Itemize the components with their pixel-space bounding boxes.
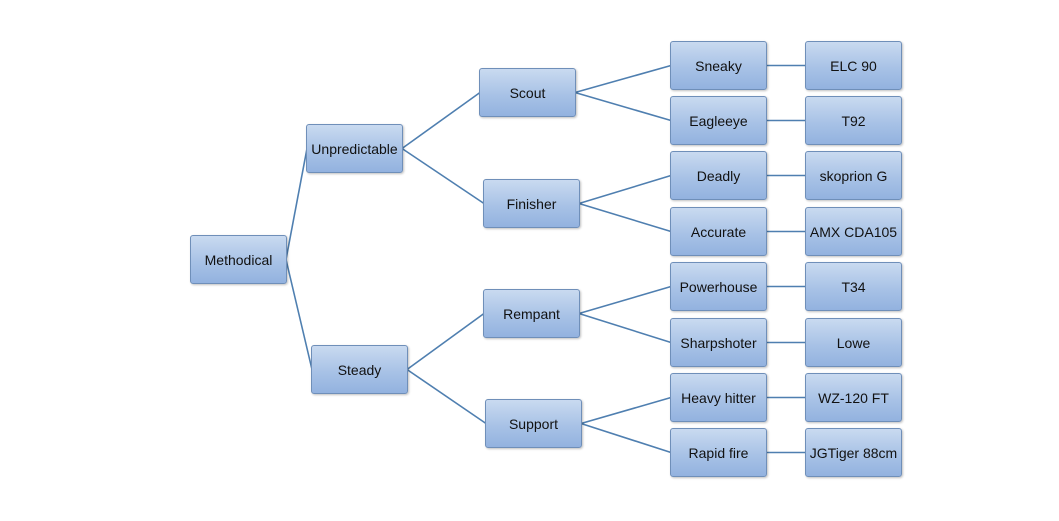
node-eagleeye: Eagleeye [670, 96, 767, 145]
node-unpredictable: Unpredictable [306, 124, 403, 173]
connector-methodical-steady [285, 259, 313, 370]
node-steady: Steady [311, 345, 408, 394]
connector-steady-rempant [406, 312, 485, 371]
node-finisher: Finisher [483, 179, 580, 228]
node-scout: Scout [479, 68, 576, 117]
connector-scout-sneaky [574, 64, 672, 94]
node-rapid-fire: Rapid fire [670, 428, 767, 477]
connector-unpredictable-finisher [401, 147, 485, 205]
connector-finisher-deadly [578, 174, 672, 205]
node-deadly: Deadly [670, 151, 767, 200]
node-heavy-hitter: Heavy hitter [670, 373, 767, 422]
connector-unpredictable-scout [401, 91, 481, 150]
node-lowe: Lowe [805, 318, 902, 367]
node-rempant: Rempant [483, 289, 580, 338]
node-sharpshoter: Sharpshoter [670, 318, 767, 367]
node-support: Support [485, 399, 582, 448]
connector-finisher-accurate [578, 202, 672, 233]
node-t92: T92 [805, 96, 902, 145]
connector-support-rapid_fire [580, 422, 672, 454]
connector-methodical-unpredictable [285, 148, 308, 260]
node-t34: T34 [805, 262, 902, 311]
node-powerhouse: Powerhouse [670, 262, 767, 311]
connector-steady-support [406, 368, 487, 425]
connector-rempant-powerhouse [578, 285, 672, 315]
connector-scout-eagleeye [574, 91, 672, 122]
node-skoprion-g: skoprion G [805, 151, 902, 200]
node-wz-120-ft: WZ-120 FT [805, 373, 902, 422]
node-accurate: Accurate [670, 207, 767, 256]
connector-rempant-sharpshoter [578, 312, 672, 344]
node-amx-cda105: AMX CDA105 [805, 207, 902, 256]
node-methodical: Methodical [190, 235, 287, 284]
node-elc-90: ELC 90 [805, 41, 902, 90]
node-jgtiger-88cm: JGTiger 88cm [805, 428, 902, 477]
node-sneaky: Sneaky [670, 41, 767, 90]
connector-support-heavy_hitter [580, 396, 672, 425]
